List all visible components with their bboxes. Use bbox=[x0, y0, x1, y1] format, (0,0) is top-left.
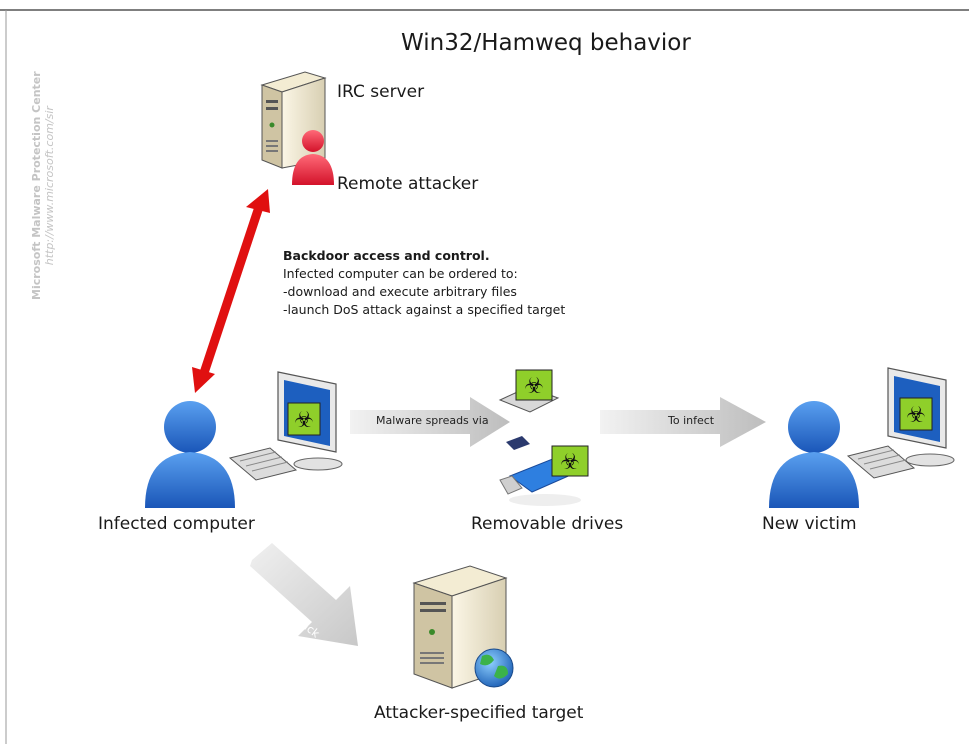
victim-keyboard-icon bbox=[846, 445, 916, 479]
attacker-target-label: Attacker-specified target bbox=[374, 703, 584, 723]
svg-text:☣: ☣ bbox=[560, 450, 580, 475]
svg-text:☣: ☣ bbox=[906, 403, 926, 428]
removable-drives-label: Removable drives bbox=[471, 514, 624, 534]
usb-drive-icon: ☣ bbox=[499, 436, 589, 506]
svg-text:☣: ☣ bbox=[524, 374, 544, 399]
irc-server-icon bbox=[260, 71, 327, 169]
watermark: Microsoft Malware Protection Center http… bbox=[30, 71, 56, 300]
attacker-icon bbox=[292, 130, 334, 185]
spread-arrow-icon bbox=[350, 397, 510, 447]
svg-text:☣: ☣ bbox=[294, 408, 314, 433]
infect-arrow-icon bbox=[600, 397, 766, 447]
infected-keyboard-icon bbox=[228, 447, 298, 481]
infected-computer-label: Infected computer bbox=[98, 514, 255, 534]
control-double-arrow-icon bbox=[192, 189, 270, 393]
watermark-org: Microsoft Malware Protection Center bbox=[30, 71, 43, 300]
victim-person-icon bbox=[769, 401, 859, 508]
diagram-title: Win32/Hamweq behavior bbox=[401, 30, 691, 56]
infected-person-icon bbox=[145, 401, 235, 508]
watermark-url: http://www.microsoft.com/sir bbox=[43, 106, 56, 266]
backdoor-intro: Infected computer can be ordered to: bbox=[283, 266, 518, 281]
new-victim-label: New victim bbox=[762, 514, 857, 534]
infected-monitor-icon: ☣ bbox=[277, 371, 343, 471]
backdoor-item: -launch DoS attack against a specified t… bbox=[283, 302, 566, 317]
irc-server-label: IRC server bbox=[337, 82, 425, 102]
remote-attacker-label: Remote attacker bbox=[337, 174, 479, 194]
backdoor-description: Backdoor access and control. Infected co… bbox=[283, 247, 565, 319]
infect-arrow-label: To infect bbox=[668, 414, 715, 427]
backdoor-item: -download and execute arbitrary files bbox=[283, 284, 517, 299]
victim-monitor-icon: ☣ bbox=[887, 367, 955, 467]
backdoor-title: Backdoor access and control. bbox=[283, 248, 490, 263]
spread-arrow-label: Malware spreads via bbox=[376, 414, 489, 427]
removable-drive-icon: ☣ bbox=[498, 369, 560, 413]
flood-arrow-icon bbox=[250, 543, 358, 646]
globe-icon bbox=[474, 648, 514, 688]
